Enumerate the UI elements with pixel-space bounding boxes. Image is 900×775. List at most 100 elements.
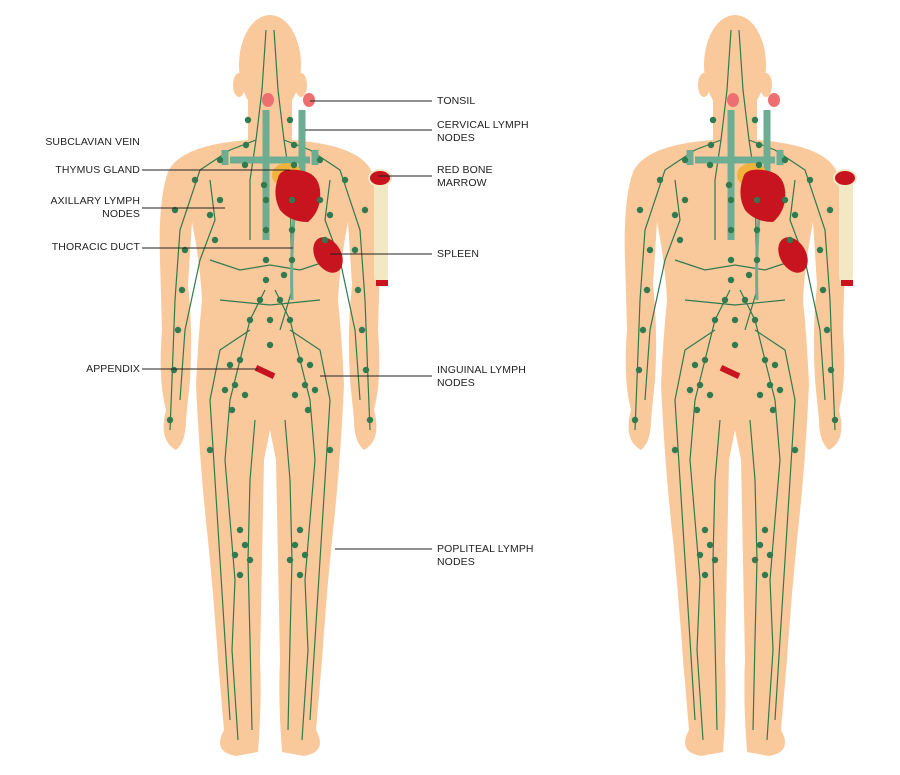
- lymph-node: [806, 176, 814, 184]
- lymph-node: [745, 271, 753, 279]
- lymph-node: [256, 296, 264, 304]
- lymph-node: [711, 556, 719, 564]
- lymph-node: [286, 556, 294, 564]
- label-inguinal-lymph-nodes: INGUINAL LYMPH NODES: [437, 364, 526, 389]
- lymph-node: [290, 141, 298, 149]
- label-axillary-lymph-nodes: AXILLARY LYMPH NODES: [50, 195, 140, 220]
- lymph-node: [827, 366, 835, 374]
- lymph-node: [639, 326, 647, 334]
- lymph-node: [701, 526, 709, 534]
- lymph-node: [362, 366, 370, 374]
- lymph-node: [631, 416, 639, 424]
- lymph-node: [781, 196, 789, 204]
- lymph-node: [206, 446, 214, 454]
- lymph-node: [701, 571, 709, 579]
- label-thoracic-duct: THORACIC DUCT: [51, 241, 140, 253]
- lymph-vessel: [219, 299, 321, 306]
- lymph-vessel: [289, 329, 331, 721]
- lymph-vessel: [674, 329, 716, 721]
- lymph-node: [731, 316, 739, 324]
- lymph-node: [681, 156, 689, 164]
- lymph-node: [288, 196, 296, 204]
- lymph-node: [266, 341, 274, 349]
- lymph-node: [706, 161, 714, 169]
- lymph-node: [288, 256, 296, 264]
- lymph-node: [753, 256, 761, 264]
- lymph-node: [296, 571, 304, 579]
- lymph-node: [262, 196, 270, 204]
- lymph-node: [316, 156, 324, 164]
- lymph-node: [354, 286, 362, 294]
- lymph-node: [311, 386, 319, 394]
- lymph-node: [178, 286, 186, 294]
- lymph-node: [731, 341, 739, 349]
- lymph-vessel: [684, 299, 786, 306]
- lymph-node: [291, 391, 299, 399]
- lymph-node: [228, 406, 236, 414]
- lymph-node: [301, 381, 309, 389]
- tonsil-right: [303, 93, 315, 107]
- lymph-node: [791, 446, 799, 454]
- lymph-node: [276, 296, 284, 304]
- lymph-node: [741, 296, 749, 304]
- lymph-node: [781, 156, 789, 164]
- bone-marrow-end: [376, 280, 388, 286]
- lymph-node: [776, 386, 784, 394]
- bone-marrow-end: [841, 280, 853, 286]
- lymph-node: [211, 236, 219, 244]
- lymph-vessel: [748, 139, 836, 431]
- spleen: [778, 237, 808, 273]
- lymph-vessel: [224, 289, 266, 741]
- red-bone-marrow: [833, 169, 857, 187]
- lymph-node: [231, 551, 239, 559]
- lymph-node: [646, 246, 654, 254]
- lymph-node: [756, 391, 764, 399]
- lymph-node: [791, 211, 799, 219]
- label-popliteal-lymph-nodes: POPLITEAL LYMPH NODES: [437, 543, 534, 568]
- lymph-node: [326, 211, 334, 219]
- red-bone-marrow: [368, 169, 392, 187]
- lymph-vessel: [169, 139, 257, 431]
- lymph-node: [696, 551, 704, 559]
- lymph-node: [291, 541, 299, 549]
- label-red-bone-marrow: RED BONE MARROW: [437, 164, 493, 189]
- lymph-node: [761, 356, 769, 364]
- lymph-node: [755, 141, 763, 149]
- label-tonsil: TONSIL: [437, 95, 476, 107]
- lymph-node: [242, 141, 250, 149]
- lymph-node: [296, 356, 304, 364]
- lymph-node: [166, 416, 174, 424]
- tonsil-left: [262, 93, 274, 107]
- lymph-node: [755, 161, 763, 169]
- lymph-vessel: [739, 289, 781, 741]
- lymph-node: [236, 571, 244, 579]
- lymph-node: [725, 181, 733, 189]
- lymph-node: [709, 116, 717, 124]
- lymph-node: [816, 246, 824, 254]
- lymph-node: [206, 211, 214, 219]
- lymph-node: [691, 361, 699, 369]
- lymph-vessel: [634, 139, 722, 431]
- lymph-node: [231, 381, 239, 389]
- lymph-node: [304, 406, 312, 414]
- lymph-node: [216, 196, 224, 204]
- lymph-node: [766, 381, 774, 389]
- lymph-vessel: [209, 329, 251, 721]
- lymph-node: [358, 326, 366, 334]
- lymph-node: [681, 196, 689, 204]
- lymph-node: [241, 391, 249, 399]
- lymph-node: [819, 286, 827, 294]
- lymph-node: [361, 206, 369, 214]
- heart: [740, 169, 786, 222]
- lymph-node: [366, 416, 374, 424]
- lymph-node: [306, 361, 314, 369]
- tonsil-right: [768, 93, 780, 107]
- label-subclavian-vein: SUBCLAVIAN VEIN: [45, 136, 140, 148]
- lymph-node: [262, 256, 270, 264]
- subclavian-vein: [221, 110, 319, 240]
- lymph-node: [696, 381, 704, 389]
- lymph-node: [635, 366, 643, 374]
- tonsil-left: [727, 93, 739, 107]
- label-appendix: APPENDIX: [86, 363, 140, 375]
